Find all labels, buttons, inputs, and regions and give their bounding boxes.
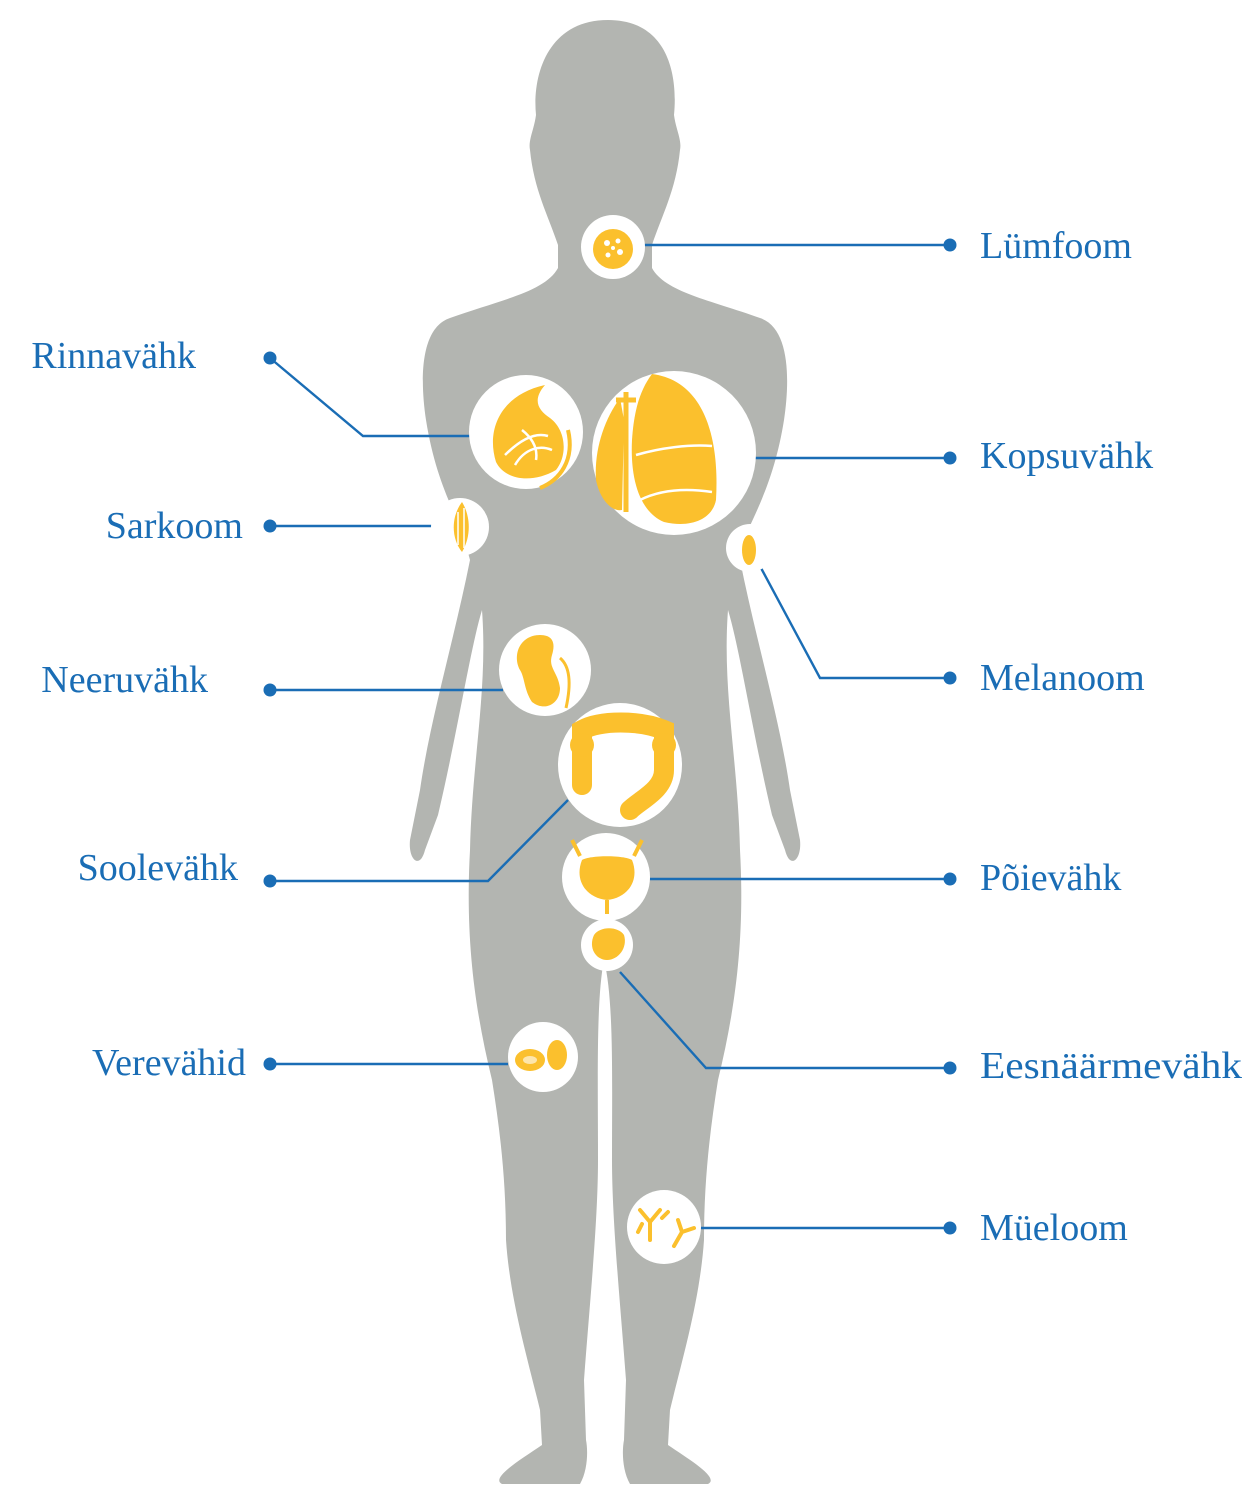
label-kopsuvahk: Kopsuvähk xyxy=(980,435,1153,477)
skin-mole-badge xyxy=(726,524,774,572)
label-mueloom: Müeloom xyxy=(980,1207,1128,1249)
label-neeruvahk: Neeruvähk xyxy=(41,659,208,701)
lymph-node-icon xyxy=(593,229,633,269)
label-lumfoom: Lümfoom xyxy=(980,225,1132,267)
label-poievahk: Põievähk xyxy=(980,857,1121,899)
label-verevahid: Verevähid xyxy=(92,1042,246,1084)
antibody-badge xyxy=(627,1190,701,1264)
lung-badge xyxy=(592,371,756,535)
dot-verevahid xyxy=(264,1058,277,1071)
dot-melanoom xyxy=(944,672,957,685)
dot-lumfoom xyxy=(944,239,957,252)
label-rinnavahk: Rinnavähk xyxy=(31,335,196,377)
dot-neeruvahk xyxy=(264,684,277,697)
dot-kopsuvahk xyxy=(944,452,957,465)
skin-mole-icon xyxy=(742,535,756,565)
prostate-badge xyxy=(581,919,633,971)
label-melanoom: Melanoom xyxy=(980,657,1145,699)
bladder-badge xyxy=(562,833,650,921)
dot-eesnaarmevahk xyxy=(944,1062,957,1075)
dot-rinnavahk xyxy=(264,352,277,365)
dot-poievahk xyxy=(944,873,957,886)
label-eesnaarmevahk: Eesnäärmevähk xyxy=(980,1045,1242,1087)
dot-soolevahk xyxy=(264,875,277,888)
leader-melanoom xyxy=(761,568,950,678)
lymph-node-badge xyxy=(581,215,645,279)
breast-badge xyxy=(469,375,583,489)
label-sarkoom: Sarkoom xyxy=(106,505,243,547)
muscle-badge xyxy=(431,498,489,556)
colon-badge xyxy=(558,703,682,827)
blood-cell-badge xyxy=(508,1022,578,1092)
label-soolevahk: Soolevähk xyxy=(78,847,238,889)
dot-mueloom xyxy=(944,1222,957,1235)
dot-sarkoom xyxy=(264,520,277,533)
kidney-badge xyxy=(499,624,591,716)
